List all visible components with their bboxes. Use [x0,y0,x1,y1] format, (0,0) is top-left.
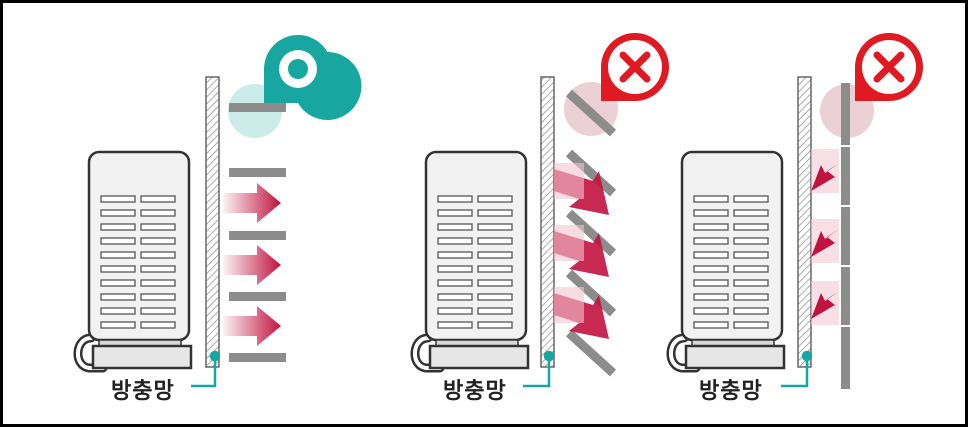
screen-label-2: 방충망 [443,379,507,404]
louvers [841,83,850,389]
x-mark-icon [601,33,669,101]
louvers [565,89,617,377]
diagram-canvas: 방충망 방충망 방충망 [3,3,965,424]
screen-label-3: 방충망 [699,379,763,404]
circle-ok-icon [264,35,362,120]
louvers [229,103,286,362]
airflow-arrows [223,183,281,346]
insect-screen [205,76,220,368]
screen-callout-line [523,350,555,388]
ac-unit [671,152,784,368]
reflected-airflow-arrows [554,163,609,339]
x-mark-icon [855,33,923,101]
insect-screen [797,76,812,368]
panel-wrong-closed [671,33,923,389]
panel-correct [78,35,362,388]
panel-wrong-angled [415,33,669,388]
screen-label-1: 방충망 [111,379,175,404]
reflected-airflow-arrows [811,149,839,325]
screen-callout-line [191,350,221,388]
ac-unit [78,152,191,368]
insect-screen [540,76,555,368]
screen-callout-line [781,350,813,388]
ac-unit [415,152,528,368]
